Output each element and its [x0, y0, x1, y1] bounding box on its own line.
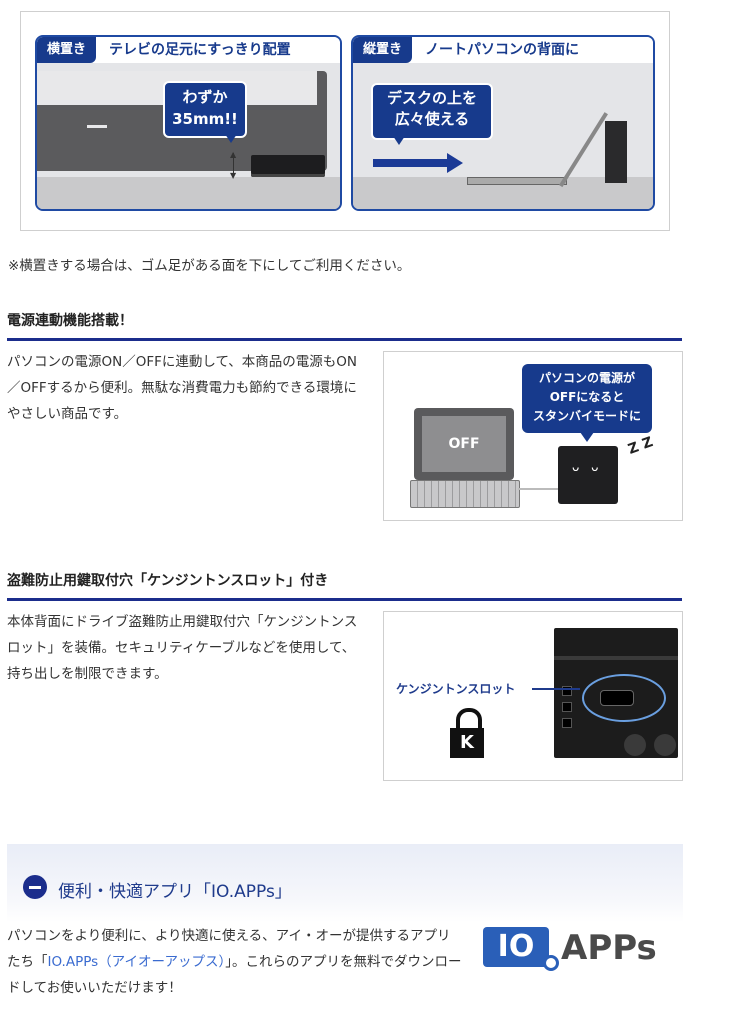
horizontal-headline: テレビの足元にすっきり配置	[109, 42, 291, 58]
laptop-off-illustration: OFF	[414, 408, 514, 480]
collapse-minus-icon[interactable]	[23, 875, 47, 899]
drive-vertical	[605, 121, 627, 183]
standby-callout: パソコンの電源が OFFになると スタンバイモードに	[522, 364, 652, 433]
kensington-label: ケンジントンスロット	[396, 682, 516, 696]
arrow-right-icon	[373, 159, 449, 167]
laptop-illustration	[467, 177, 567, 185]
kensington-text: 本体背面にドライブ盗難防止用鍵取付穴「ケンジントンスロット」を装備。セキュリティ…	[7, 614, 358, 682]
laptop-screen: OFF	[422, 416, 506, 472]
drive-horizontal	[251, 155, 325, 177]
apps-logo-text: APPs	[561, 928, 657, 968]
height-callout: わずか 35mm!!	[163, 81, 247, 138]
power-link-title: 電源連動機能搭載！	[7, 310, 682, 341]
desk-callout: デスクの上を 広々使える	[371, 83, 493, 140]
vertical-panel: デスクの上を 広々使える 縦置き ノートパソコンの背面に	[351, 35, 655, 211]
kensington-lock-icon: K	[450, 708, 484, 758]
kensington-title: 盗難防止用鍵取付穴「ケンジントンスロット」付き	[7, 570, 682, 601]
io-logo-block: IO	[483, 927, 549, 967]
sleeping-drive: ᴗ ᴗ	[558, 446, 618, 504]
slot-highlight	[582, 674, 666, 722]
height-arrow-icon	[233, 153, 234, 175]
horizontal-panel: ▲ ▼ わずか 35mm!! 横置き テレビの足元にすっきり配置	[35, 35, 342, 211]
vertical-headline: ノートパソコンの背面に	[425, 42, 579, 58]
power-link-text: パソコンの電源ON／OFFに連動して、本商品の電源もON／OFFするから便利。無…	[7, 354, 358, 422]
apps-title: 便利・快適アプリ「IO.APPs」	[58, 882, 292, 902]
power-link-image: OFF ᴗ ᴗ Z Z パソコンの電源が OFFになると スタンバイモードに	[383, 351, 683, 521]
placement-note: ※横置きする場合は、ゴム足がある面を下にしてご利用ください。	[8, 258, 411, 274]
apps-header-band	[7, 844, 683, 922]
drive-rear-photo	[554, 628, 678, 758]
kensington-image: ケンジントンスロット K	[383, 611, 683, 781]
laptop-keyboard	[410, 480, 520, 508]
io-apps-logo: IO APPs	[483, 925, 683, 971]
io-apps-link[interactable]: IO.APPs（アイオーアップス）	[47, 954, 226, 970]
placement-image: ▲ ▼ わずか 35mm!! 横置き テレビの足元にすっきり配置 デスクの上を …	[20, 11, 670, 231]
vertical-tag: 縦置き	[353, 37, 413, 63]
io-logo-dot-icon	[543, 955, 559, 971]
horizontal-tag: 横置き	[37, 37, 97, 63]
sleep-z-icon: Z Z	[626, 434, 656, 458]
apps-text: パソコンをより便利に、より快適に使える、アイ・オーが提供するアプリたち「IO.A…	[7, 928, 462, 996]
sleeping-face-icon: ᴗ ᴗ	[572, 460, 603, 474]
